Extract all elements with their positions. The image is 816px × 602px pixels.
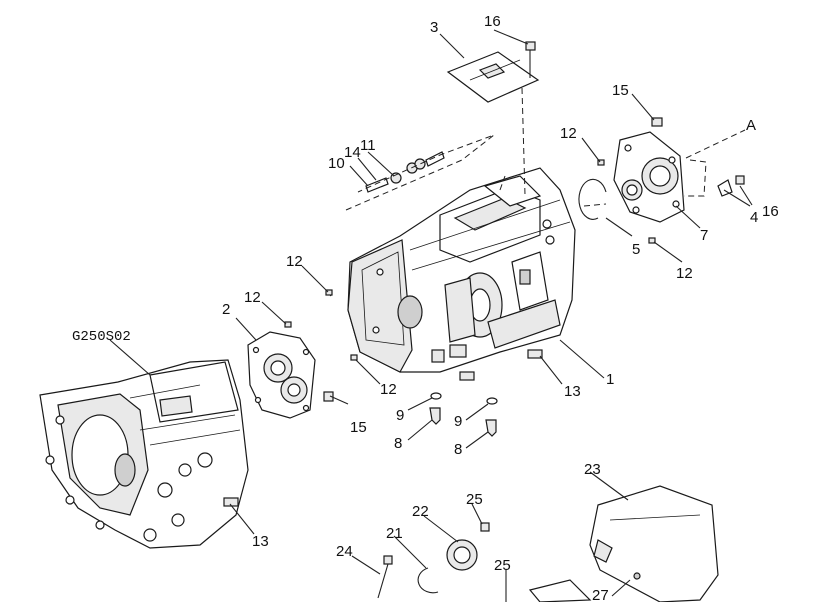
reference-letter: A xyxy=(746,117,756,134)
callout-16: 16 xyxy=(484,13,501,30)
callout-15: 15 xyxy=(612,82,629,99)
callout-10: 10 xyxy=(328,155,345,172)
callout-12: 12 xyxy=(560,125,577,142)
callout-16: 16 xyxy=(762,203,779,220)
callout-15: 15 xyxy=(350,419,367,436)
rear-cover xyxy=(613,131,685,223)
assembly-lines xyxy=(345,87,746,211)
top-cover-plate xyxy=(446,51,540,103)
callout-24: 24 xyxy=(336,543,353,560)
callout-22: 22 xyxy=(412,503,429,520)
callout-21: 21 xyxy=(386,525,403,542)
callout-25: 25 xyxy=(494,557,511,574)
clutch-housing xyxy=(39,359,249,549)
callout-5: 5 xyxy=(632,241,640,258)
callout-23: 23 xyxy=(584,461,601,478)
bottom-small-parts xyxy=(377,522,592,602)
bolts-and-pins xyxy=(223,117,745,507)
callout-8: 8 xyxy=(454,441,462,458)
callout-8: 8 xyxy=(394,435,402,452)
callout-14: 14 xyxy=(344,144,361,161)
snap-ring-5 xyxy=(578,178,607,220)
bearing-retainer-plate xyxy=(247,331,316,419)
screw-top xyxy=(525,41,536,78)
callout-11: 11 xyxy=(360,137,376,154)
callout-27: 27 xyxy=(592,587,609,602)
callout-12: 12 xyxy=(676,265,693,282)
pto-cover xyxy=(589,485,719,602)
callout-4: 4 xyxy=(750,209,758,226)
callout-12: 12 xyxy=(380,381,397,398)
callout-12: 12 xyxy=(244,289,261,306)
callout-12: 12 xyxy=(286,253,303,270)
callout-1: 1 xyxy=(606,371,614,388)
transmission-case xyxy=(347,167,576,373)
callout-25: 25 xyxy=(466,491,483,508)
callout-3: 3 xyxy=(430,19,438,36)
callout-9: 9 xyxy=(454,413,462,430)
leader-lines xyxy=(109,29,753,602)
callout-7: 7 xyxy=(700,227,708,244)
callout-13: 13 xyxy=(252,533,269,550)
callout-13: 13 xyxy=(564,383,581,400)
callout-9: 9 xyxy=(396,407,404,424)
callout-2: 2 xyxy=(222,301,230,318)
code-label: G250S02 xyxy=(72,329,131,345)
callout-labels: 3 16 15 12 10 14 11 A 16 4 7 5 12 12 12 … xyxy=(72,13,779,602)
